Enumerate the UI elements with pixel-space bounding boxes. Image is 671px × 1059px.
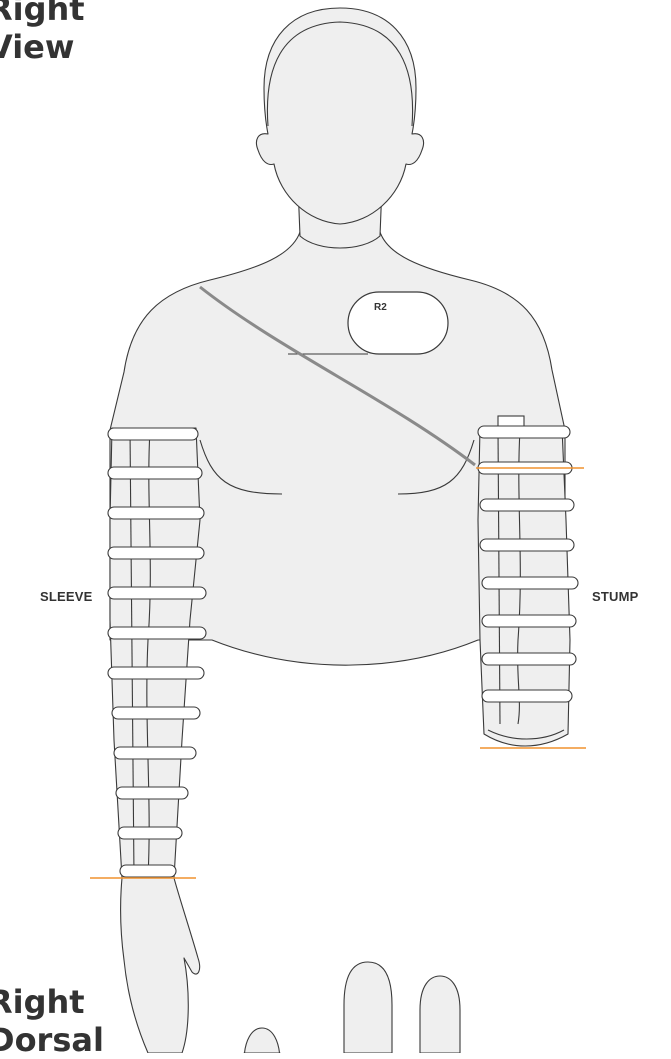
- stump-band: [482, 690, 572, 702]
- sleeve-band: [120, 865, 176, 877]
- sleeve-band: [118, 827, 182, 839]
- stump-band: [482, 615, 576, 627]
- left-hand: [121, 878, 200, 1053]
- dorsal-heading-line-1: Right: [0, 983, 104, 1021]
- sleeve-band: [108, 627, 206, 639]
- sleeve-band: [114, 747, 196, 759]
- dorsal-hand-finger-1: [244, 1028, 280, 1053]
- stump-band: [482, 653, 576, 665]
- sleeve-band: [108, 428, 198, 440]
- sleeve-body: [110, 428, 200, 878]
- sensor-label: R2: [374, 302, 387, 313]
- dorsal-hand-finger-3: [420, 976, 460, 1053]
- sleeve-band: [108, 547, 204, 559]
- sleeve-band: [108, 467, 202, 479]
- sleeve-arm: [90, 428, 206, 1053]
- sleeve-band: [108, 587, 206, 599]
- stump-band: [482, 577, 578, 589]
- sleeve-band: [108, 667, 204, 679]
- sleeve-label: SLEEVE: [40, 589, 93, 604]
- stump-band: [480, 539, 574, 551]
- stump-arm: [476, 416, 586, 748]
- dorsal-heading-line-2: Dorsal: [0, 1021, 104, 1059]
- head: [256, 8, 423, 224]
- stump-band: [478, 426, 570, 438]
- sleeve-band: [112, 707, 200, 719]
- sensor-pad: [348, 292, 448, 354]
- dorsal-hand-finger-2: [344, 962, 392, 1053]
- sleeve-band: [108, 507, 204, 519]
- sleeve-band: [116, 787, 188, 799]
- stump-label: STUMP: [592, 589, 639, 604]
- stump-band: [480, 499, 574, 511]
- dorsal-heading: Right Dorsal: [0, 983, 104, 1059]
